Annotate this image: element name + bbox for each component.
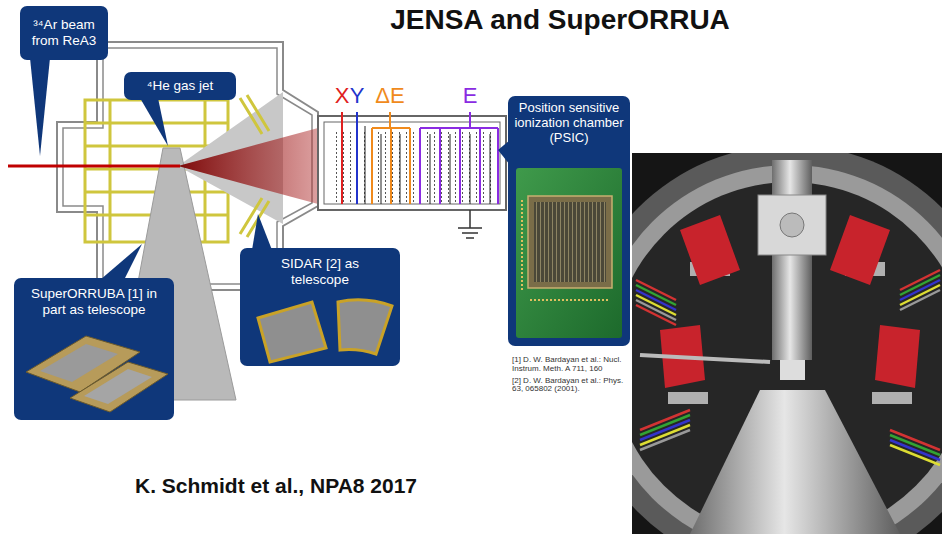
callout-text: ³⁴Ar beam from ReA3 — [26, 17, 102, 48]
electrode-label: ΔE — [374, 84, 406, 108]
callout-shape — [20, 6, 108, 156]
callout-body — [240, 248, 400, 366]
callout-shape — [240, 214, 400, 366]
electrode-label: Y — [349, 84, 365, 108]
callout-box: Position sensitive ionization chamber (P… — [508, 96, 630, 346]
slide-title: JENSA and SuperORRUA — [330, 4, 790, 36]
callout-box: SuperORRUBA [1] in part as telescope — [14, 278, 174, 420]
electrode-label: X — [334, 84, 350, 108]
callout-body — [20, 6, 108, 60]
electrode-label: E — [460, 84, 480, 108]
beam-line — [8, 165, 180, 168]
callout-tail — [252, 214, 272, 250]
superorruba-detector-picture — [26, 336, 168, 412]
callout-text: SuperORRUBA [1] in part as telescope — [22, 286, 166, 317]
callout-body — [508, 96, 630, 346]
ionization-chamber — [318, 112, 506, 238]
citation-caption: K. Schmidt et al., NPA8 2017 — [135, 474, 417, 498]
callout-tail — [140, 98, 168, 146]
callout-text: SIDAR [2] as telescope — [258, 256, 382, 287]
callout-tail — [100, 244, 142, 280]
callout-shape — [498, 96, 630, 346]
callout-box: SIDAR [2] as telescope — [240, 248, 400, 366]
callout-tail — [30, 58, 50, 156]
reference-note: [2] D. W. Bardayan et al.: Phys. 63, 065… — [512, 377, 624, 395]
recoil-cone — [178, 128, 318, 204]
reference-note: [1] D. W. Bardayan et al.: Nucl. Instrum… — [512, 356, 624, 374]
callout-text: Position sensitive ionization chamber (P… — [513, 101, 625, 146]
callout-box: ³⁴Ar beam from ReA3 — [20, 6, 108, 60]
scattering-chamber — [8, 42, 506, 400]
callout-body — [124, 72, 236, 100]
callout-shape — [124, 72, 236, 146]
sidar-detector-picture — [258, 300, 392, 362]
setup-photo — [632, 153, 942, 534]
callout-shape — [14, 244, 174, 420]
callout-text: ⁴He gas jet — [128, 78, 232, 94]
callout-box: ⁴He gas jet — [124, 72, 236, 100]
callout-body — [14, 278, 174, 420]
psic-photo — [516, 168, 622, 338]
